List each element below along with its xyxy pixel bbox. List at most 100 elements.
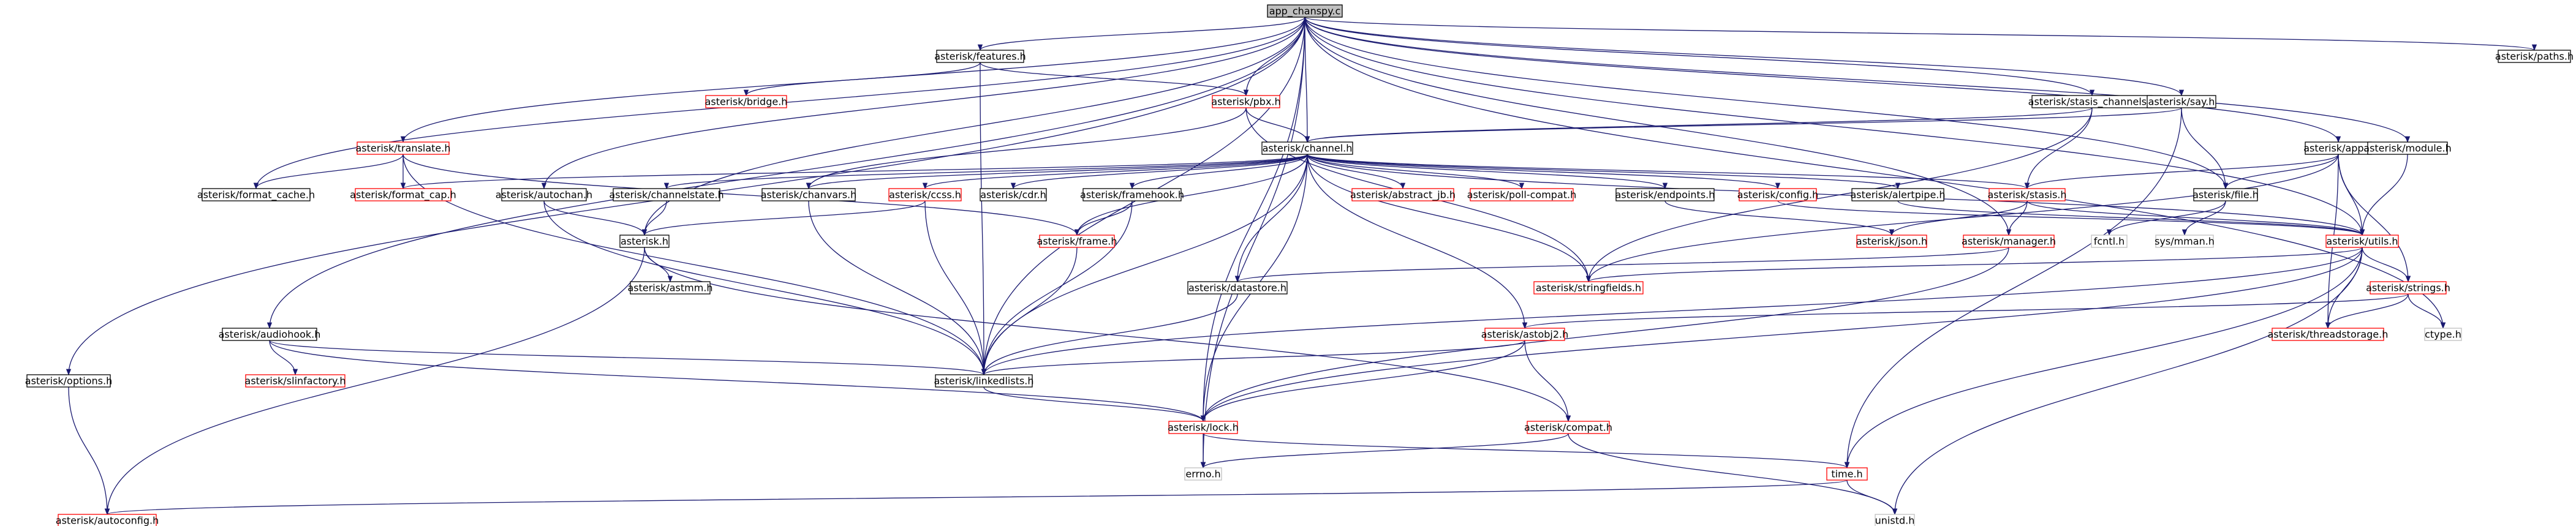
node-label-unistd: unistd.h	[1875, 515, 1915, 526]
edge-channel-to-utils	[1307, 154, 2365, 236]
node-abstract_jb[interactable]: asterisk/abstract_jb.h	[1350, 188, 1456, 201]
node-framehook[interactable]: asterisk/framehook.h	[1080, 188, 1184, 201]
node-box-autochan	[501, 188, 587, 201]
node-datastore[interactable]: asterisk/datastore.h	[1187, 281, 1288, 295]
node-time[interactable]: time.h	[1826, 467, 1868, 481]
node-box-strings	[2370, 281, 2447, 295]
node-label-features: asterisk/features.h	[934, 51, 1026, 62]
edge-channel-to-alertpipe	[1307, 154, 1900, 190]
node-box-chanvars	[761, 188, 856, 201]
edge-app-to-stasis_channels	[1304, 17, 2094, 97]
edge-stasis_channels-to-channel	[1305, 107, 2093, 143]
node-translate[interactable]: asterisk/translate.h	[356, 141, 451, 155]
node-alertpipe[interactable]: asterisk/alertpipe.h	[1850, 188, 1946, 201]
node-channelstate[interactable]: asterisk/channelstate.h	[609, 188, 724, 201]
node-label-poll_compat: asterisk/poll-compat.h	[1467, 189, 1577, 201]
node-box-audiohook	[222, 328, 317, 341]
node-label-time: time.h	[1831, 468, 1862, 480]
node-features[interactable]: asterisk/features.h	[934, 50, 1026, 63]
edge-pbx-to-channel	[1245, 107, 1310, 143]
node-cdr[interactable]: asterisk/cdr.h	[980, 188, 1047, 201]
node-box-datastore	[1187, 281, 1288, 295]
node-endpoints[interactable]: asterisk/endpoints.h	[1615, 188, 1715, 201]
node-box-features	[936, 50, 1024, 63]
edge-chanvars-to-linkedlists	[808, 200, 987, 376]
node-label-abstract_jb: asterisk/abstract_jb.h	[1350, 189, 1456, 201]
node-options[interactable]: asterisk/options.h	[25, 374, 112, 388]
node-paths[interactable]: asterisk/paths.h	[2495, 50, 2574, 63]
edge-channel-to-config	[1307, 154, 1780, 190]
node-slinfactory[interactable]: asterisk/slinfactory.h	[245, 374, 346, 388]
node-pbx[interactable]: asterisk/pbx.h	[1211, 95, 1281, 108]
edge-astobj2-to-linkedlists	[981, 340, 1525, 376]
node-manager[interactable]: asterisk/manager.h	[1962, 235, 2056, 248]
node-stasis[interactable]: asterisk/stasis.h	[1987, 188, 2067, 201]
node-label-errno: errno.h	[1185, 468, 1220, 480]
node-format_cap[interactable]: asterisk/format_cap.h	[350, 188, 456, 201]
node-module[interactable]: asterisk/module.h	[2363, 141, 2452, 155]
node-stringfields[interactable]: asterisk/stringfields.h	[1533, 281, 1644, 295]
edge-channel-to-stringfields	[1307, 154, 1592, 283]
node-strings[interactable]: asterisk/strings.h	[2366, 281, 2450, 295]
node-poll_compat[interactable]: asterisk/poll-compat.h	[1467, 188, 1577, 201]
node-ctype: ctype.h	[2424, 328, 2462, 341]
edge-channel-to-stasis	[1307, 154, 2030, 190]
edge-utils-to-linkedlists	[981, 247, 2363, 376]
node-app: app_chanspy.c	[1267, 4, 1343, 18]
node-chanvars[interactable]: asterisk/chanvars.h	[761, 188, 857, 201]
node-box-file	[2193, 188, 2258, 201]
node-utils[interactable]: asterisk/utils.h	[2325, 235, 2399, 248]
node-say[interactable]: asterisk/say.h	[2147, 95, 2216, 108]
node-box-config	[1739, 188, 1817, 201]
edge-options-to-autoconfig	[68, 386, 110, 516]
edge-audiohook-to-linkedlists	[269, 340, 986, 376]
edge-say-to-channel	[1305, 107, 2182, 143]
node-lock[interactable]: asterisk/lock.h	[1168, 421, 1239, 434]
edge-app_h-to-utils	[2338, 154, 2365, 236]
edge-channel-to-abstract_jb	[1307, 154, 1406, 190]
node-ccss[interactable]: asterisk/ccss.h	[888, 188, 962, 201]
edge-ccss-to-asterisk_h	[641, 200, 926, 236]
node-label-cdr: asterisk/cdr.h	[980, 189, 1046, 201]
node-bridge[interactable]: asterisk/bridge.h	[705, 95, 788, 108]
node-autochan[interactable]: asterisk/autochan.h	[496, 188, 592, 201]
node-label-lock: asterisk/lock.h	[1168, 422, 1239, 434]
edge-app-to-file	[1304, 17, 2229, 190]
node-box-sysmman	[2155, 235, 2214, 248]
node-frame[interactable]: asterisk/frame.h	[1037, 235, 1117, 248]
node-channel[interactable]: asterisk/channel.h	[1261, 141, 1353, 155]
node-label-app: app_chanspy.c	[1269, 6, 1341, 18]
node-astmm[interactable]: asterisk/astmm.h	[627, 281, 713, 295]
node-autoconfig[interactable]: asterisk/autoconfig.h	[56, 514, 159, 526]
node-threadstorage[interactable]: asterisk/threadstorage.h	[2268, 328, 2389, 341]
edge-utils-to-time	[1844, 247, 2363, 469]
edge-app_h-to-strings	[2338, 154, 2411, 283]
node-box-slinfactory	[245, 374, 346, 388]
edge-channel-to-cdr	[1011, 154, 1308, 190]
node-box-format_cap	[355, 188, 451, 201]
edge-frame-to-linkedlists	[981, 247, 1078, 376]
edge-autochan-to-asterisk_h	[543, 200, 648, 236]
edge-channel-to-format_cap	[401, 154, 1308, 190]
node-label-config: asterisk/config.h	[1737, 189, 1818, 201]
node-audiohook[interactable]: asterisk/audiohook.h	[219, 328, 321, 341]
node-json[interactable]: asterisk/json.h	[1856, 235, 1927, 248]
node-label-strings: asterisk/strings.h	[2366, 282, 2450, 294]
node-box-stasis	[1989, 188, 2066, 201]
node-file[interactable]: asterisk/file.h	[2193, 188, 2259, 201]
edge-utils-to-unistd	[1892, 247, 2363, 516]
node-app_h[interactable]: asterisk/app.h	[2303, 141, 2373, 155]
node-label-asterisk_h: asterisk.h	[621, 236, 668, 247]
node-box-pbx	[1212, 95, 1280, 108]
node-box-channel	[1261, 141, 1353, 155]
node-config[interactable]: asterisk/config.h	[1737, 188, 1818, 201]
node-box-ctype	[2424, 328, 2462, 341]
node-box-paths	[2498, 50, 2571, 63]
node-astobj2[interactable]: asterisk/astobj2.h	[1481, 328, 1568, 341]
node-linkedlists[interactable]: asterisk/linkedlists.h	[934, 374, 1034, 388]
node-compat[interactable]: asterisk/compat.h	[1524, 421, 1612, 434]
node-format_cache[interactable]: asterisk/format_cache.h	[197, 188, 315, 201]
node-box-cdr	[980, 188, 1047, 201]
node-stasis_channels[interactable]: asterisk/stasis_channels.h	[2028, 95, 2156, 108]
node-asterisk_h[interactable]: asterisk.h	[619, 235, 670, 248]
